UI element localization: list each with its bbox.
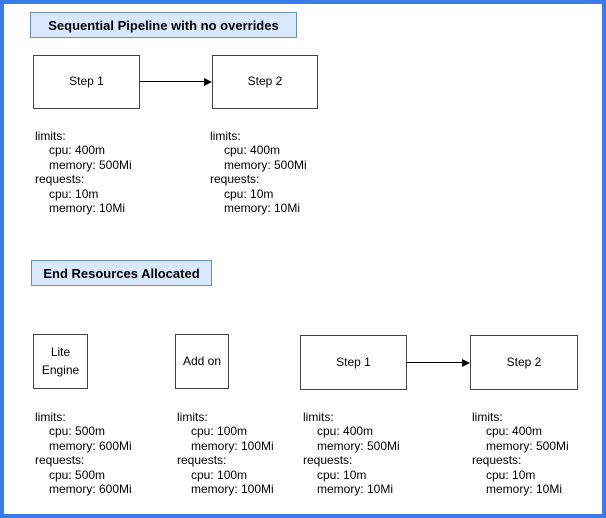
section2-title: End Resources Allocated bbox=[31, 260, 212, 286]
limit-cpu: cpu: 400m bbox=[49, 143, 106, 158]
requests-header: requests: bbox=[35, 453, 85, 468]
request-memory: memory: 600Mi bbox=[49, 482, 132, 497]
request-cpu: cpu: 100m bbox=[191, 467, 248, 482]
limit-memory: memory: 500Mi bbox=[486, 438, 569, 453]
request-cpu: cpu: 10m bbox=[486, 467, 536, 482]
limit-memory: memory: 500Mi bbox=[224, 157, 307, 172]
request-memory: memory: 100Mi bbox=[191, 482, 274, 497]
section1-step1-resources: limits: cpu: 400m memory: 500Mi requests… bbox=[35, 129, 132, 215]
section2-node-step2: Step 2 bbox=[470, 335, 578, 390]
limit-cpu: cpu: 500m bbox=[49, 424, 106, 439]
request-memory: memory: 10Mi bbox=[224, 201, 301, 216]
requests-header: requests: bbox=[210, 172, 260, 187]
limit-cpu: cpu: 400m bbox=[317, 424, 374, 439]
limits-header: limits: bbox=[177, 410, 208, 424]
limits-header: limits: bbox=[303, 410, 334, 424]
section2-node-lite-engine: Lite Engine bbox=[33, 334, 88, 389]
limit-memory: memory: 600Mi bbox=[49, 438, 132, 453]
requests-header: requests: bbox=[177, 453, 227, 468]
limits-header: limits: bbox=[35, 410, 66, 424]
section1-node-step2: Step 2 bbox=[212, 55, 318, 109]
limit-memory: memory: 500Mi bbox=[317, 438, 400, 453]
limits-header: limits: bbox=[472, 410, 503, 424]
section2-add-on-resources: limits: cpu: 100m memory: 100Mi requests… bbox=[177, 410, 274, 496]
limits-header: limits: bbox=[35, 129, 66, 143]
section2-step2-resources: limits: cpu: 400m memory: 500Mi requests… bbox=[472, 410, 569, 496]
request-memory: memory: 10Mi bbox=[49, 201, 126, 216]
request-memory: memory: 10Mi bbox=[317, 482, 394, 497]
limit-cpu: cpu: 400m bbox=[486, 424, 543, 439]
section2-node-add-on: Add on bbox=[175, 334, 229, 389]
arrow-step1-to-step2 bbox=[407, 358, 470, 367]
request-cpu: cpu: 500m bbox=[49, 467, 106, 482]
limit-cpu: cpu: 400m bbox=[224, 143, 281, 158]
section2-lite-engine-resources: limits: cpu: 500m memory: 600Mi requests… bbox=[35, 410, 132, 496]
section2-node-step1: Step 1 bbox=[300, 335, 407, 390]
section1-step2-resources: limits: cpu: 400m memory: 500Mi requests… bbox=[210, 129, 307, 215]
request-cpu: cpu: 10m bbox=[317, 467, 367, 482]
section2-step1-resources: limits: cpu: 400m memory: 500Mi requests… bbox=[303, 410, 400, 496]
request-cpu: cpu: 10m bbox=[224, 186, 274, 201]
limit-cpu: cpu: 100m bbox=[191, 424, 248, 439]
limit-memory: memory: 100Mi bbox=[191, 438, 274, 453]
requests-header: requests: bbox=[35, 172, 85, 187]
requests-header: requests: bbox=[303, 453, 353, 468]
requests-header: requests: bbox=[472, 453, 522, 468]
request-cpu: cpu: 10m bbox=[49, 186, 99, 201]
limit-memory: memory: 500Mi bbox=[49, 157, 132, 172]
arrow-step1-to-step2 bbox=[140, 77, 212, 86]
section1-title: Sequential Pipeline with no overrides bbox=[30, 12, 297, 38]
section1-node-step1: Step 1 bbox=[33, 55, 140, 109]
limits-header: limits: bbox=[210, 129, 241, 143]
request-memory: memory: 10Mi bbox=[486, 482, 563, 497]
